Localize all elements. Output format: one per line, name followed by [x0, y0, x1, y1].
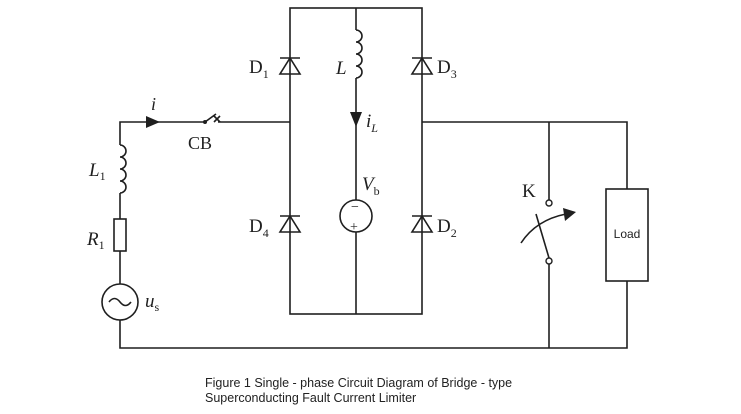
load-box — [605, 188, 649, 282]
current-i-label: i — [151, 94, 156, 114]
ac-source — [101, 283, 139, 321]
diode-d4 — [278, 214, 302, 233]
resistor-r1 — [113, 218, 127, 252]
caption-line-2: Superconducting Fault Current Limiter — [205, 391, 417, 405]
switch-k-label: K — [522, 181, 536, 202]
breaker-label: CB — [188, 133, 212, 153]
vb-plus-sign: + — [350, 220, 358, 235]
figure-caption: Figure 1 Single - phase Circuit Diagram … — [205, 376, 512, 406]
current-il-label: iL — [366, 111, 378, 135]
diode-d1 — [278, 56, 302, 75]
inductor-l-label: L — [335, 58, 347, 79]
caption-line-1: Figure 1 Single - phase Circuit Diagram … — [205, 376, 513, 390]
vb-label: Vb — [362, 174, 380, 198]
circuit-breaker — [203, 113, 221, 124]
right-branch-wires — [422, 121, 628, 348]
ac-source-label: us — [145, 291, 160, 314]
diode-d3-label: D3 — [437, 57, 457, 81]
dc-source-vb: − + — [339, 199, 373, 235]
diode-d2 — [410, 214, 434, 233]
inductor-l1-label: L1 — [88, 160, 106, 183]
resistor-r1-label: R1 — [86, 229, 105, 252]
diode-d4-label: D4 — [249, 216, 269, 240]
bridge-wires — [289, 7, 423, 315]
inductor-l1 — [119, 144, 127, 194]
diode-d3 — [410, 56, 434, 75]
vb-minus-sign: − — [351, 200, 359, 215]
inductor-l — [355, 29, 363, 79]
left-branch-wires — [119, 121, 628, 349]
current-il-arrow — [350, 112, 362, 127]
switch-k — [520, 199, 576, 265]
diode-d1-label: D1 — [249, 57, 269, 81]
load-label: Load — [614, 227, 641, 241]
diode-d2-label: D2 — [437, 216, 457, 240]
current-i-arrow — [146, 116, 160, 128]
